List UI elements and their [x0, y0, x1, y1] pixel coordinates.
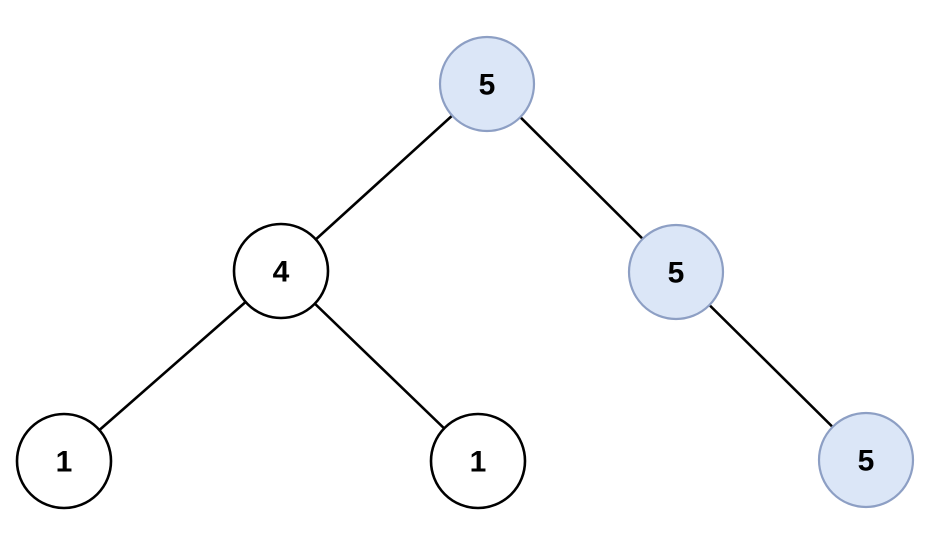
tree-node-left-right: 1 [429, 412, 527, 510]
tree-node-left-left: 1 [15, 412, 113, 510]
tree-node-label-root: 5 [479, 69, 496, 102]
tree-node-right-right: 5 [817, 411, 915, 509]
tree-node-label-left-child: 4 [273, 256, 290, 289]
tree-node-circle-right-child [627, 223, 725, 321]
tree-node-right-child: 5 [627, 223, 725, 321]
tree-node-circle-left-right [429, 412, 527, 510]
tree-node-label-right-right: 5 [858, 445, 875, 478]
tree-node-root: 5 [438, 35, 536, 133]
tree-node-circle-right-right [817, 411, 915, 509]
tree-node-label-left-left: 1 [56, 446, 73, 479]
tree-node-label-right-child: 5 [668, 257, 685, 290]
tree-node-circle-root [438, 35, 536, 133]
tree-node-left-child: 4 [232, 222, 330, 320]
tree-node-label-left-right: 1 [470, 446, 487, 479]
tree-node-circle-left-child [232, 222, 330, 320]
tree-node-circle-left-left [15, 412, 113, 510]
